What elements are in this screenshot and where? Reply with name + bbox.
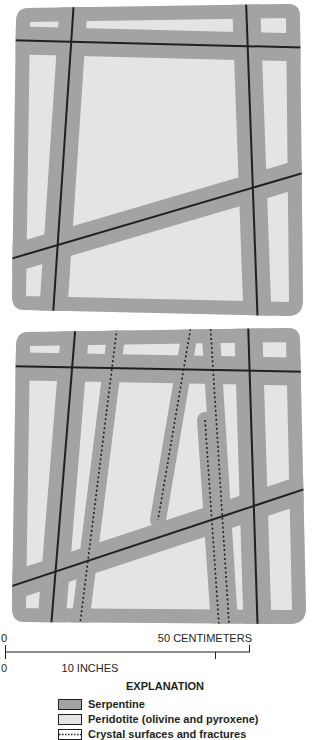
rock-block [0, 320, 330, 640]
legend-swatch [58, 714, 82, 725]
legend-heading: EXPLANATION [126, 680, 204, 692]
scale-value: 0 [1, 632, 7, 644]
legend-text: Serpentine [88, 698, 145, 710]
legend-text: Crystal surfaces and fractures [88, 728, 246, 740]
legend-text: Peridotite (olivine and pyroxene) [88, 713, 259, 725]
scale-value: 0 [1, 662, 7, 674]
rock-block [0, 0, 330, 330]
legend-line-sample [58, 729, 82, 740]
scale-unit: 50 CENTIMETERS [158, 632, 252, 644]
legend-swatch [58, 699, 82, 710]
scale-bar [5, 645, 250, 659]
scale-unit: 10 INCHES [62, 662, 119, 674]
